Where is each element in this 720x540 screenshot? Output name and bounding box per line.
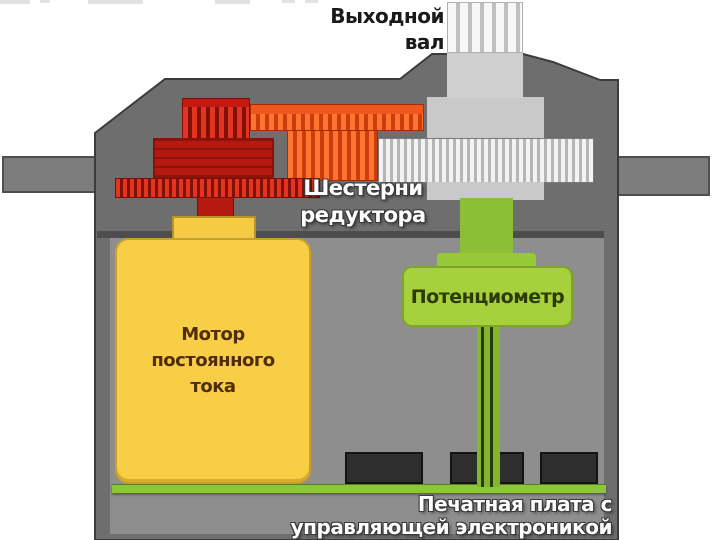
output-shaft-body <box>447 52 523 98</box>
output-gear-hub-bottom <box>427 182 544 200</box>
crop-artifact <box>0 0 30 4</box>
wire-line <box>481 327 484 487</box>
gearbox-label: Шестерни редуктора <box>300 176 426 227</box>
output-shaft-spline <box>447 2 523 53</box>
crop-artifact <box>305 0 318 3</box>
wire-line <box>490 327 493 487</box>
dc-motor-label: Мотор постоянного тока <box>151 324 275 397</box>
crop-artifact <box>88 0 143 4</box>
crop-artifact <box>215 0 250 4</box>
chip <box>345 452 423 484</box>
potentiometer-body: Потенциометр <box>402 266 573 327</box>
chip <box>540 452 598 484</box>
red-gear-hub <box>153 138 274 179</box>
potentiometer-shoulder <box>437 253 536 268</box>
orange-gear-top <box>250 104 424 131</box>
dc-motor-body: Мотор постоянного тока <box>115 238 311 484</box>
orange-gear-tall <box>287 130 378 181</box>
output-gear <box>378 138 594 183</box>
red-gear-small <box>182 98 250 139</box>
left-mount-tab <box>2 156 96 193</box>
pcb-trace <box>112 484 606 493</box>
right-mount-tab <box>618 156 710 196</box>
crop-artifact <box>40 0 50 3</box>
gear-compartment-divider <box>97 231 604 238</box>
output-gear-hub-top <box>427 97 544 139</box>
potentiometer-label: Потенциометр <box>410 285 565 308</box>
output-shaft-label: Выходной вал <box>330 4 444 54</box>
dc-motor-top <box>172 216 256 242</box>
crop-artifact <box>282 0 295 3</box>
potentiometer-shaft <box>460 198 513 256</box>
pcb-label: Печатная плата с управляющей электронико… <box>290 492 613 539</box>
